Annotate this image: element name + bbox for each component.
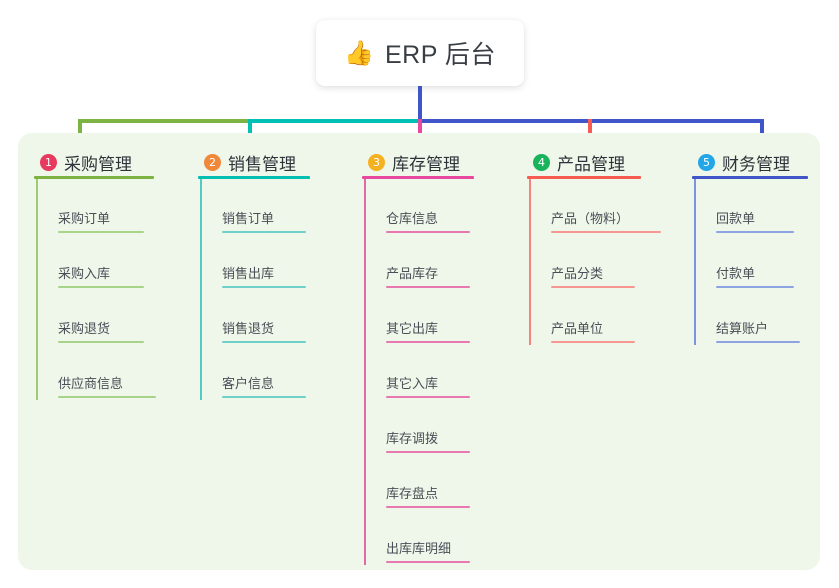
branch-item-label: 采购入库 [58, 266, 111, 281]
branch-item[interactable]: 结算账户 [716, 313, 810, 343]
branch-item-rule [58, 231, 144, 233]
branch-item-label: 回款单 [716, 211, 756, 226]
branch-item-label: 客户信息 [222, 376, 275, 391]
branch-item-label: 产品单位 [551, 321, 604, 336]
branch-item-rule [716, 231, 794, 233]
branch-title-5: 财务管理 [722, 155, 790, 174]
branch-item-rule [551, 341, 635, 343]
branch-header-rule-2 [198, 176, 310, 179]
branch-item[interactable]: 销售退货 [222, 313, 316, 343]
branch-item-rule [222, 286, 306, 288]
branch-item[interactable]: 付款单 [716, 258, 804, 288]
branch-item-label: 采购退货 [58, 321, 111, 336]
branch-item-label: 销售出库 [222, 266, 275, 281]
branch-title-2: 销售管理 [228, 155, 296, 174]
branch-item[interactable]: 回款单 [716, 203, 804, 233]
branch-item-label: 付款单 [716, 266, 756, 281]
branch-spine-4 [529, 179, 531, 345]
branch-header-1[interactable]: 1 采购管理 [40, 150, 132, 175]
branch-item-label: 仓库信息 [386, 211, 439, 226]
branch-item-rule [58, 341, 144, 343]
branch-item-rule [386, 451, 470, 453]
root-node-content: 👍 ERP 后台 [344, 35, 496, 71]
branch-item[interactable]: 产品（物料） [551, 203, 671, 233]
branch-item-rule [222, 396, 306, 398]
branch-header-rule-5 [692, 176, 808, 179]
branch-item-label: 销售订单 [222, 211, 275, 226]
branch-item[interactable]: 销售出库 [222, 258, 316, 288]
branch-title-4: 产品管理 [557, 155, 625, 174]
branch-header-4[interactable]: 4 产品管理 [533, 150, 625, 175]
branch-badge-2: 2 [204, 154, 221, 171]
branch-item[interactable]: 仓库信息 [386, 203, 480, 233]
branch-item[interactable]: 产品库存 [386, 258, 480, 288]
branch-badge-4: 4 [533, 154, 550, 171]
branch-item-rule [386, 286, 470, 288]
bus-segment-1 [80, 119, 252, 123]
branch-item-rule [386, 561, 470, 563]
branch-badge-5: 5 [698, 154, 715, 171]
branch-spine-3 [364, 179, 366, 565]
branch-spine-1 [36, 179, 38, 400]
branch-item-label: 其它入库 [386, 376, 439, 391]
branch-item-label: 销售退货 [222, 321, 275, 336]
branch-item-rule [222, 231, 306, 233]
branch-item-label: 采购订单 [58, 211, 111, 226]
branch-item-label: 库存调拨 [386, 431, 439, 446]
branch-item[interactable]: 库存盘点 [386, 478, 480, 508]
branch-item-rule [386, 231, 470, 233]
branch-item-rule [716, 341, 800, 343]
branch-header-5[interactable]: 5 财务管理 [698, 150, 790, 175]
branches-panel [18, 133, 820, 570]
branch-item[interactable]: 其它出库 [386, 313, 480, 343]
branch-item[interactable]: 产品单位 [551, 313, 645, 343]
branch-item[interactable]: 客户信息 [222, 368, 316, 398]
branch-item[interactable]: 销售订单 [222, 203, 316, 233]
branch-title-3: 库存管理 [392, 155, 460, 174]
branch-item-rule [386, 341, 470, 343]
branch-spine-5 [694, 179, 696, 345]
branch-item-rule [58, 286, 144, 288]
branch-item[interactable]: 采购退货 [58, 313, 154, 343]
branch-item-rule [58, 396, 156, 398]
branch-spine-2 [200, 179, 202, 400]
root-title: ERP 后台 [384, 41, 496, 69]
branch-item-label: 其它出库 [386, 321, 439, 336]
branch-item[interactable]: 其它入库 [386, 368, 480, 398]
thumbs-up-icon: 👍 [344, 40, 374, 67]
branch-item-label: 库存盘点 [386, 486, 439, 501]
branch-header-rule-4 [527, 176, 641, 179]
branch-item[interactable]: 供应商信息 [58, 368, 166, 398]
branch-item-rule [716, 286, 794, 288]
branch-header-rule-1 [34, 176, 154, 179]
branch-item[interactable]: 库存调拨 [386, 423, 480, 453]
branch-item[interactable]: 采购订单 [58, 203, 154, 233]
bus-segment-2 [250, 119, 420, 123]
branch-item-label: 结算账户 [716, 321, 769, 336]
branch-header-2[interactable]: 2 销售管理 [204, 150, 296, 175]
branch-item-rule [551, 286, 635, 288]
branch-item-rule [222, 341, 306, 343]
root-node[interactable]: 👍 ERP 后台 [316, 20, 524, 86]
branch-item-rule [551, 231, 661, 233]
branch-badge-3: 3 [368, 154, 385, 171]
branch-item-label: 出库库明细 [386, 541, 452, 556]
branch-title-1: 采购管理 [64, 155, 132, 174]
branch-item-label: 产品库存 [386, 266, 439, 281]
branch-item-label: 供应商信息 [58, 376, 124, 391]
branch-header-rule-3 [362, 176, 474, 179]
branch-item-rule [386, 396, 470, 398]
branch-item-rule [386, 506, 470, 508]
branch-badge-1: 1 [40, 154, 57, 171]
trunk-connector [418, 86, 422, 122]
branch-header-3[interactable]: 3 库存管理 [368, 150, 460, 175]
branch-item[interactable]: 出库库明细 [386, 533, 480, 563]
branch-item[interactable]: 产品分类 [551, 258, 645, 288]
branch-item[interactable]: 采购入库 [58, 258, 154, 288]
branch-item-label: 产品分类 [551, 266, 604, 281]
branch-item-label: 产品（物料） [551, 211, 630, 226]
